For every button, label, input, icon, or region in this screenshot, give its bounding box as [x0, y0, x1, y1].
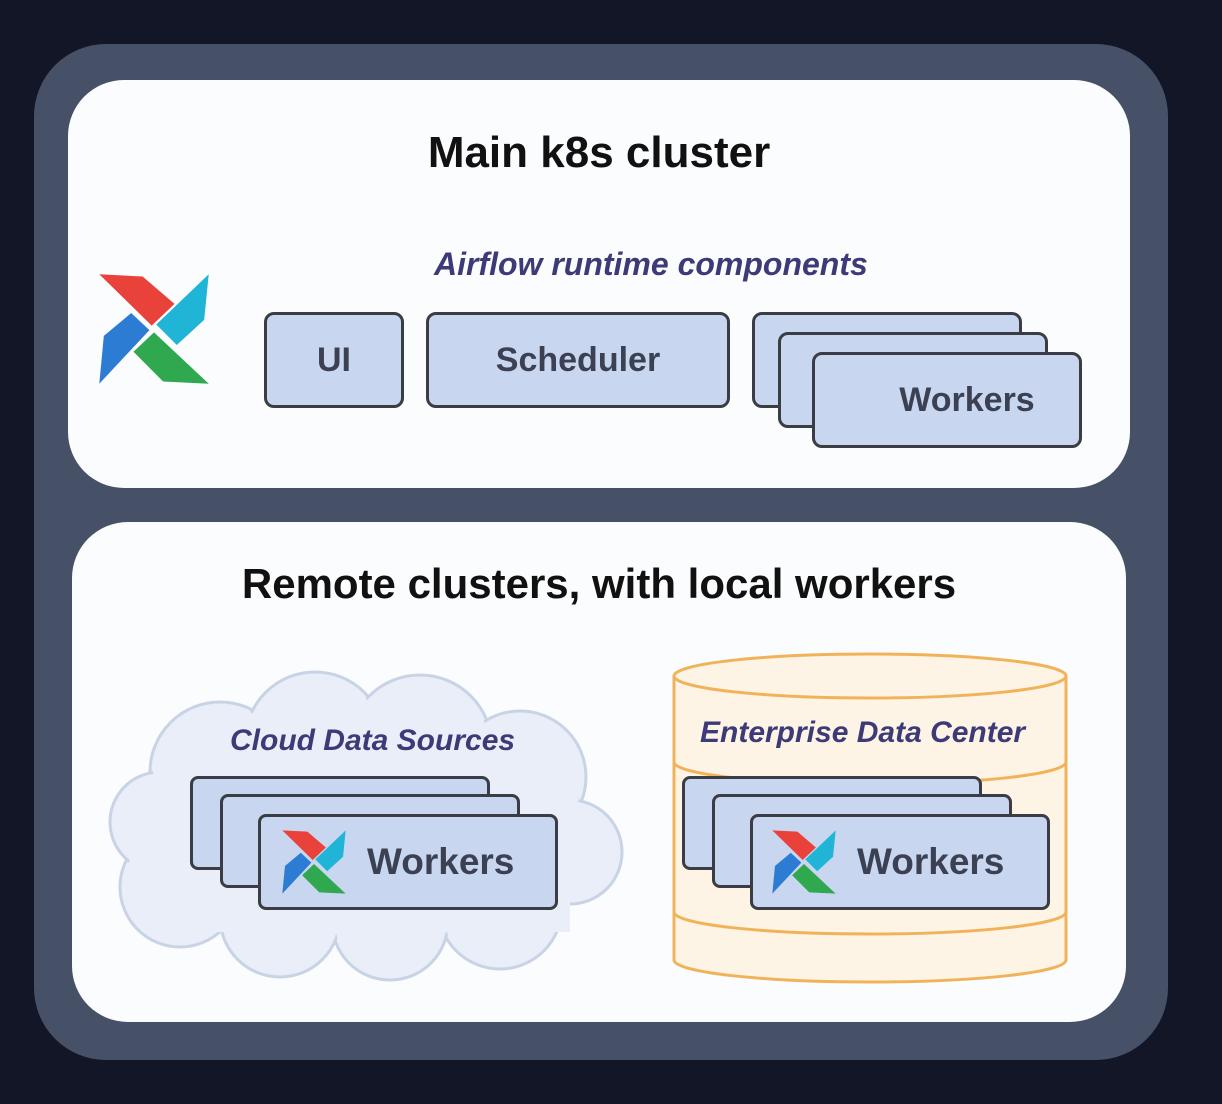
- main-cluster-title: Main k8s cluster: [427, 128, 771, 177]
- airflow-logo-icon: [282, 830, 346, 894]
- ui-component-label: UI: [317, 340, 351, 379]
- datacenter-workers-box: Workers: [750, 814, 1050, 910]
- runtime-components-label: Airflow runtime components: [434, 246, 868, 282]
- airflow-logo-icon: [99, 274, 209, 384]
- remote-clusters-panel: Remote clusters, with local workers: [72, 522, 1126, 1022]
- scheduler-component-box: Scheduler: [426, 312, 730, 408]
- workers-component-label: Workers: [899, 380, 1035, 419]
- cloud-data-sources-label: Cloud Data Sources: [230, 724, 516, 757]
- scheduler-component-label: Scheduler: [495, 340, 661, 379]
- ui-component-box: UI: [264, 312, 404, 408]
- main-cluster-panel: Main k8s cluster Airflow runtime compone…: [68, 80, 1130, 488]
- cloud-workers-box: Workers: [258, 814, 558, 910]
- airflow-logo-icon: [772, 830, 836, 894]
- remote-clusters-title: Remote clusters, with local workers: [241, 560, 957, 607]
- enterprise-data-center-label: Enterprise Data Center: [700, 716, 1026, 749]
- datacenter-workers-label: Workers: [857, 841, 1005, 882]
- workers-component-box: Workers: [812, 352, 1082, 448]
- cloud-workers-label: Workers: [367, 841, 515, 882]
